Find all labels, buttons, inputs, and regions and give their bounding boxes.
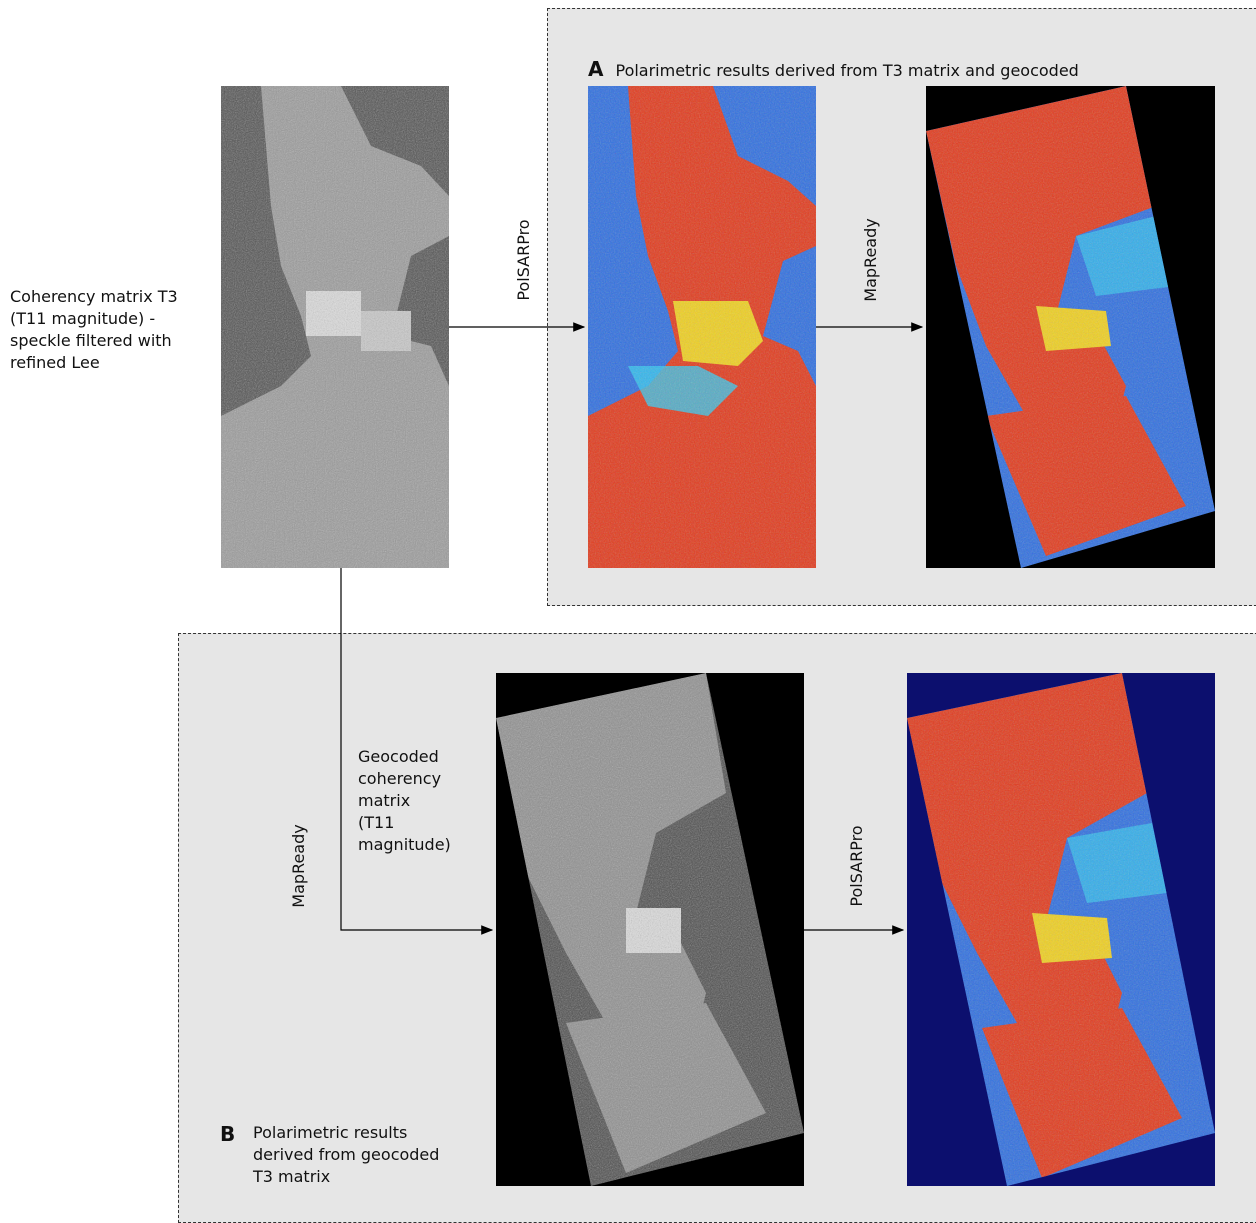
panel-b-polarimetric-image [907,673,1215,1186]
panel-a-header: A Polarimetric results derived from T3 ma… [588,36,1079,82]
panel-a-title: Polarimetric results derived from T3 mat… [615,61,1079,80]
label-polsarpro-a: PolSARPro [514,219,533,301]
panel-b-step1-output: Geocoded coherency matrix (T11 magnitude… [358,747,451,854]
label-polsarpro-b: PolSARPro [847,825,866,907]
label-mapready-b: MapReady [289,824,308,908]
panel-b-letter: B [220,1122,236,1146]
label-mapready-a: MapReady [861,218,880,302]
panel-b-geocoded-t11-image [496,673,804,1186]
panel-b-title: Polarimetric results derived from geocod… [253,1123,440,1186]
panel-a-letter: A [588,57,604,81]
arrow-source-to-panel-b [340,568,494,935]
source-t11-image [221,86,449,568]
panel-a-geocoded-image [926,86,1215,568]
panel-a-polarimetric-image [588,86,816,568]
source-description: Coherency matrix T3 (T11 magnitude) - sp… [10,287,178,372]
